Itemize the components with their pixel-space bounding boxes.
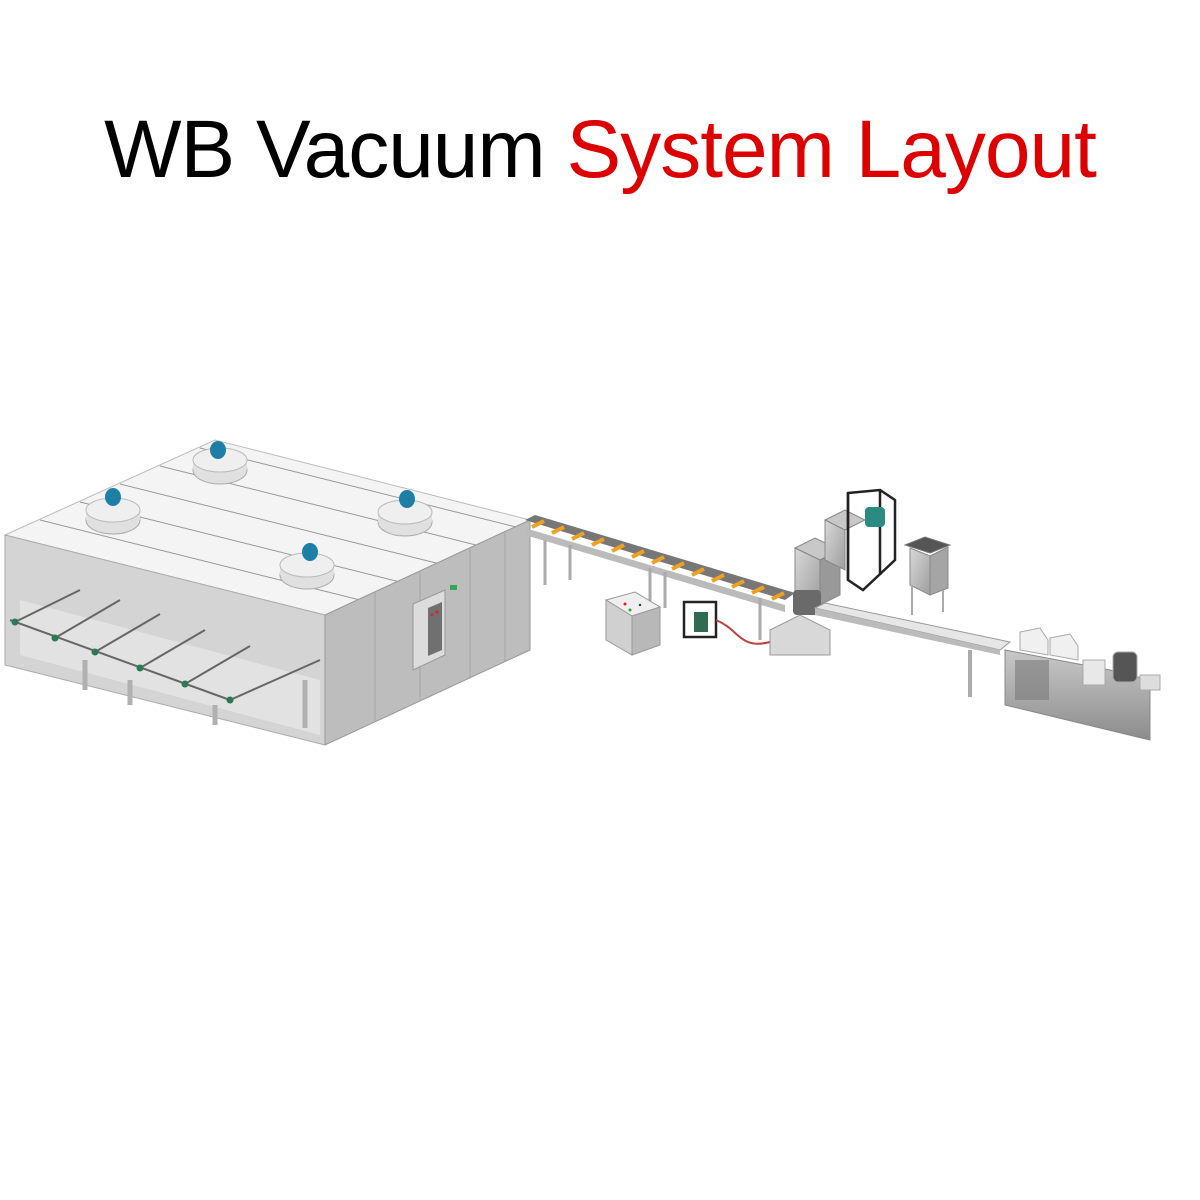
- cutting-machine: [1004, 627, 1161, 741]
- page-title: WB Vacuum System Layout: [0, 100, 1200, 200]
- fan-motor-icon: [399, 490, 415, 508]
- steaming-chamber: [3, 439, 532, 746]
- vacuum-extruder: [769, 509, 867, 656]
- motor-frame: [846, 488, 897, 592]
- chamber-control-cabinet: [412, 585, 457, 671]
- exit-roller-rack: [9, 589, 321, 728]
- fan-motor-icon: [105, 488, 121, 506]
- title-part-1: WB Vacuum: [104, 104, 567, 195]
- title-part-2: System Layout: [566, 104, 1097, 195]
- control-console: [604, 591, 662, 656]
- fan-unit-1: [192, 441, 248, 485]
- fan-unit-2: [85, 488, 141, 535]
- fan-motor-icon: [302, 543, 318, 561]
- fan-motor-icon: [210, 441, 226, 459]
- feed-hopper: [903, 536, 952, 615]
- fan-unit-4: [279, 543, 335, 590]
- fan-unit-3: [377, 490, 433, 537]
- roller-conveyor: [525, 515, 795, 640]
- vacuum-pump-unit: [682, 600, 771, 645]
- belt-conveyor: [813, 602, 1012, 697]
